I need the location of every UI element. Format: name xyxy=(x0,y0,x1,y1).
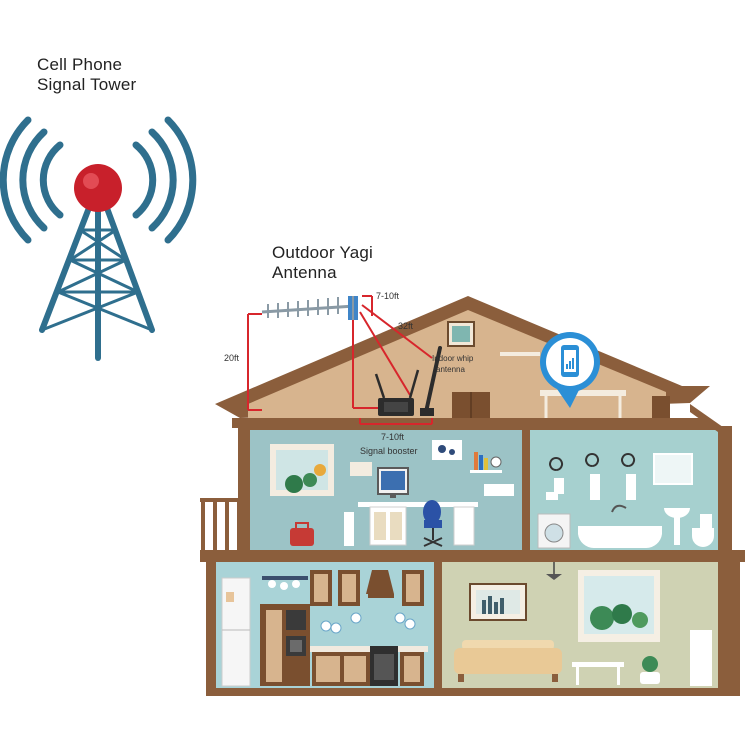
tower-label-line1: Cell Phone xyxy=(37,55,123,74)
distance-diagonal-label: 32ft xyxy=(398,321,414,331)
yagi-antenna-icon xyxy=(261,296,358,324)
smartphone-signal-icon xyxy=(540,332,600,408)
cell-tower-icon xyxy=(0,116,197,361)
balcony-railing xyxy=(200,498,248,552)
indoor-whip-antenna-icon xyxy=(420,346,442,416)
tower-label-line2: Signal Tower xyxy=(37,75,137,94)
distance-top-label: 7-10ft xyxy=(376,291,400,301)
distance-height-label: 20ft xyxy=(224,353,240,363)
antenna-label-line2: Antenna xyxy=(272,263,337,282)
indoor-antenna-label-line1: Indoor whip xyxy=(432,354,474,363)
indoor-antenna-label-line2: antenna xyxy=(436,365,465,374)
cable-routing xyxy=(247,295,433,425)
distance-bottom-label: 7-10ft xyxy=(381,432,405,442)
antenna-label-line1: Outdoor Yagi xyxy=(272,243,374,262)
signal-booster-label: Signal booster xyxy=(360,446,418,456)
signal-booster-icon xyxy=(374,369,420,416)
